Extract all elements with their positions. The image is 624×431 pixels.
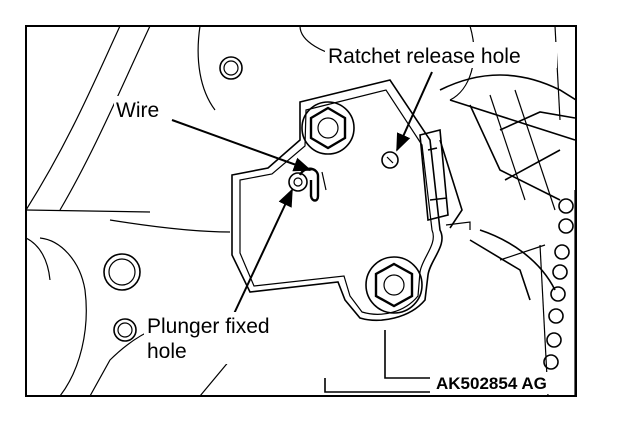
ratchet-release-hole bbox=[381, 151, 399, 169]
casting-hole-small bbox=[113, 318, 137, 342]
plunger-fixed-hole-label-line1: Plunger fixed bbox=[147, 315, 270, 338]
casting-hole-left bbox=[103, 253, 141, 291]
wire-label: Wire bbox=[116, 99, 159, 122]
ratchet-leader bbox=[396, 71, 433, 152]
wire-leader bbox=[171, 119, 312, 172]
plunger-fixed-hole bbox=[288, 172, 308, 192]
plunger-fixed-hole-label-line2: hole bbox=[147, 340, 187, 363]
plunger-assembly bbox=[419, 128, 471, 230]
engine-casting-outline bbox=[26, 26, 561, 396]
figure-code: AK502854 AG bbox=[436, 374, 547, 393]
tensioner-bracket bbox=[231, 79, 443, 322]
cam-sprocket-guide bbox=[439, 74, 576, 301]
plunger-leader bbox=[231, 188, 293, 319]
casting-hole-top bbox=[219, 56, 243, 80]
timing-chain bbox=[539, 190, 576, 396]
upper-bolt bbox=[301, 101, 355, 155]
lower-bolt bbox=[365, 256, 423, 314]
ratchet-release-hole-label: Ratchet release hole bbox=[328, 45, 521, 68]
